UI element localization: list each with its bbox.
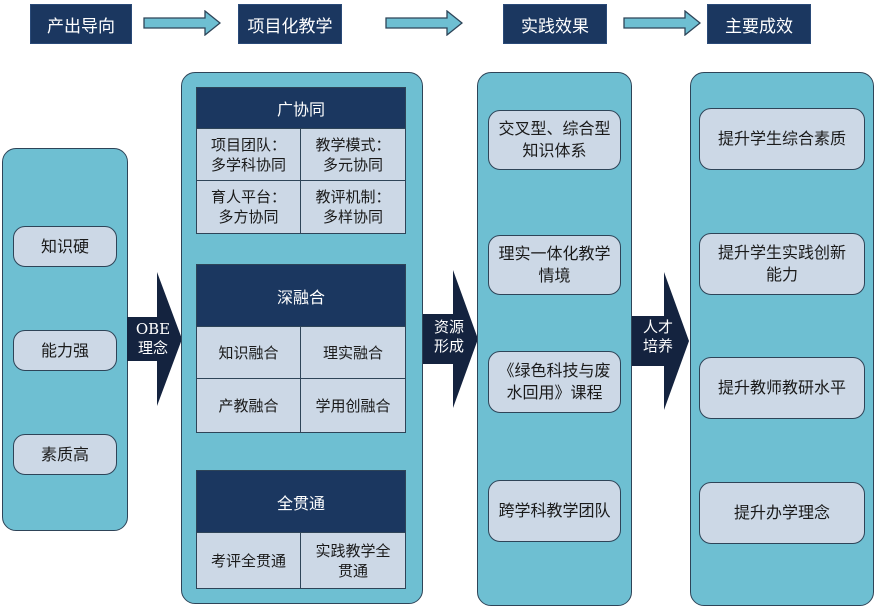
block-cell: 考评全贯通 — [197, 533, 301, 588]
block-cell: 学用创融合 — [301, 379, 405, 432]
block-cell: 理实融合 — [301, 327, 405, 379]
block-title-text: 深融合 — [276, 287, 325, 307]
obe-arrow-icon — [127, 272, 182, 406]
block-cell: 产教融合 — [197, 379, 301, 432]
header-step-label: 项目化教学 — [247, 16, 333, 37]
result-item: 提升学生实践创新 能力 — [699, 233, 865, 295]
practice-item: 《绿色科技与废 水回用》课程 — [488, 351, 621, 413]
obe-label: OBE 理念 — [128, 320, 178, 358]
block-cell: 实践教学全 贯通 — [301, 533, 405, 588]
block-title: 广协同 — [197, 88, 405, 129]
right-arrow-icon — [623, 10, 701, 36]
block-cell: 教评机制： 多样协同 — [301, 181, 405, 233]
block-cell: 教学模式： 多元协同 — [301, 129, 405, 181]
outcome-label: 素质高 — [40, 444, 89, 464]
block-cell: 知识融合 — [197, 327, 301, 379]
header-step-label: 实践效果 — [521, 16, 589, 37]
block-cell: 育人平台： 多方协同 — [197, 181, 301, 233]
result-item: 提升学生综合素质 — [699, 108, 865, 170]
right-arrow-icon — [143, 10, 221, 36]
practice-panel: 交叉型、综合型 知识体系 理实一体化教学 情境 《绿色科技与废 水回用》课程 跨… — [477, 72, 632, 606]
outcome-label: 知识硬 — [40, 236, 89, 256]
header-step-label: 产出导向 — [47, 16, 115, 37]
outcome-item: 知识硬 — [13, 226, 117, 267]
block-title: 全贯通 — [197, 471, 405, 533]
resources-label: 资源 形成 — [424, 318, 474, 356]
result-item: 提升教师教研水平 — [699, 357, 865, 419]
outcomes-panel: 知识硬 能力强 素质高 — [2, 148, 128, 531]
talent-label: 人才 培养 — [633, 318, 683, 356]
header-step-project: 项目化教学 — [238, 4, 342, 44]
resources-arrow-icon — [423, 270, 478, 408]
practice-item: 理实一体化教学 情境 — [488, 235, 621, 295]
header-step-label: 主要成效 — [725, 16, 793, 37]
practice-item: 交叉型、综合型 知识体系 — [488, 110, 621, 170]
block-full-integration: 全贯通 考评全贯通 实践教学全 贯通 — [196, 470, 406, 589]
resources-label-text: 资源 形成 — [433, 318, 464, 355]
block-title-text: 广协同 — [276, 100, 325, 119]
header-step-results: 主要成效 — [707, 4, 811, 44]
outcome-item: 能力强 — [13, 330, 117, 371]
block-cell: 项目团队： 多学科协同 — [197, 129, 301, 181]
block-deep-integration: 深融合 知识融合 理实融合 产教融合 学用创融合 — [196, 264, 406, 433]
header-step-output: 产出导向 — [30, 4, 132, 44]
result-item: 提升办学理念 — [699, 482, 865, 544]
practice-item: 跨学科教学团队 — [488, 480, 621, 542]
outcome-item: 素质高 — [13, 434, 117, 475]
right-arrow-icon — [385, 10, 463, 36]
outcome-label: 能力强 — [40, 340, 89, 360]
obe-label-text: OBE 理念 — [135, 320, 171, 357]
header-step-practice: 实践效果 — [503, 4, 607, 44]
teaching-panel: 广协同 项目团队： 多学科协同 教学模式： 多元协同 育人平台： 多方协同 教评… — [181, 72, 423, 604]
block-broad-collaboration: 广协同 项目团队： 多学科协同 教学模式： 多元协同 育人平台： 多方协同 教评… — [196, 87, 406, 234]
talent-arrow-icon — [632, 272, 689, 410]
talent-label-text: 人才 培养 — [642, 318, 673, 355]
block-title: 深融合 — [197, 265, 405, 327]
block-title-text: 全贯通 — [276, 493, 325, 513]
results-panel: 提升学生综合素质 提升学生实践创新 能力 提升教师教研水平 提升办学理念 — [690, 72, 874, 606]
